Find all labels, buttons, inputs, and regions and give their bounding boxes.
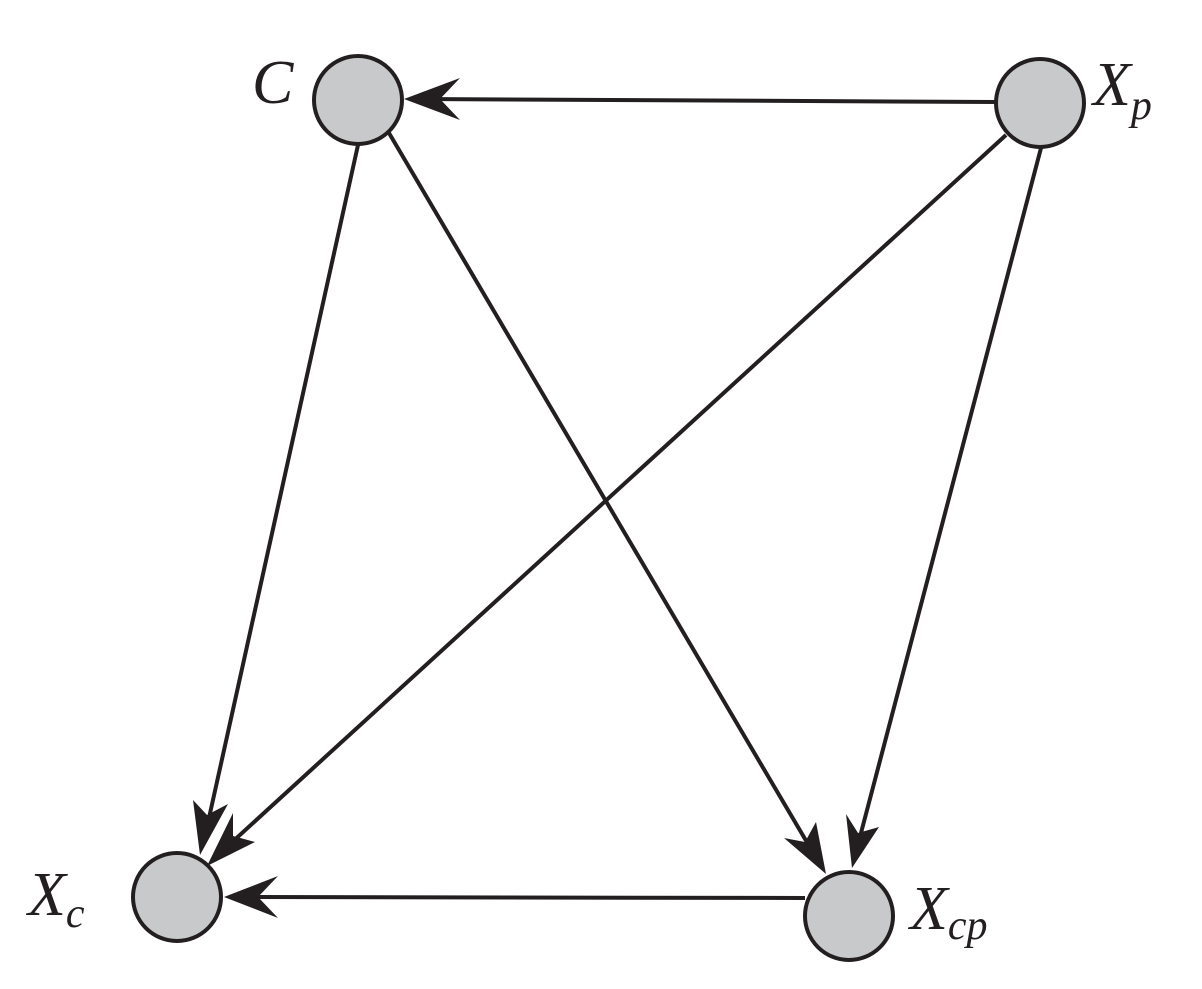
nodes-layer: C Xp Xc Xcp <box>25 49 1152 962</box>
node-c-circle <box>312 54 404 146</box>
node-xc-label: Xc <box>25 861 85 937</box>
node-c-label: C <box>252 49 294 117</box>
node-xcp: Xcp <box>803 870 988 962</box>
edge-xp-to-c <box>404 78 997 120</box>
node-xp-circle <box>994 57 1086 149</box>
node-c: C <box>252 49 404 146</box>
node-xc-label-subscript: c <box>66 891 85 937</box>
node-xc: Xc <box>25 851 223 943</box>
node-xcp-label: Xcp <box>907 875 988 949</box>
arrowhead-xp-to-c <box>404 78 460 120</box>
node-xp-label-main: X <box>1090 51 1133 119</box>
edges-layer <box>193 78 1043 918</box>
node-xp: Xp <box>994 51 1152 149</box>
arrowhead-c-to-xcp <box>784 822 826 874</box>
edge-c-to-xc <box>193 144 360 855</box>
arrowhead-xcp-to-xc <box>224 876 278 918</box>
node-xcp-label-main: X <box>907 875 950 943</box>
edge-c-to-xcp <box>387 131 826 874</box>
node-xcp-circle <box>803 870 895 962</box>
node-xcp-label-subscript: cp <box>948 903 988 949</box>
node-xp-label-subscript: p <box>1128 83 1152 129</box>
arrowhead-xp-to-xc <box>207 813 255 866</box>
node-xc-label-main: X <box>25 861 68 929</box>
edge-xp-to-xc <box>207 133 1008 866</box>
arrowhead-c-to-xc <box>193 800 228 855</box>
edge-xcp-to-xc <box>224 876 806 918</box>
arrowhead-xp-to-xcp <box>846 814 879 868</box>
node-c-label-main: C <box>252 49 294 117</box>
edge-xp-to-xcp <box>846 147 1043 868</box>
node-xc-circle <box>131 851 223 943</box>
node-xp-label: Xp <box>1090 51 1152 129</box>
